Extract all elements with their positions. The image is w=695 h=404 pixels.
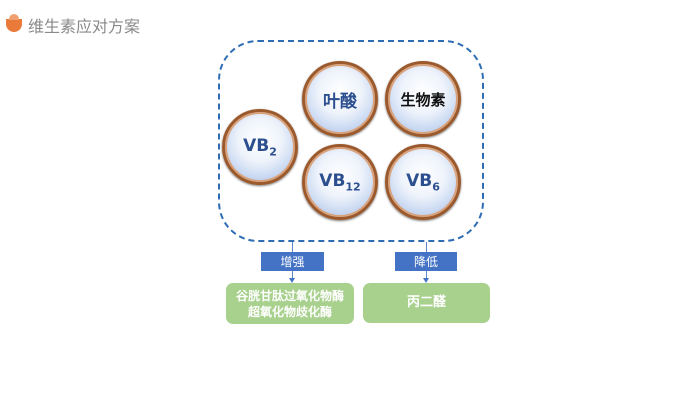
nutrient-biotin: 生物素: [385, 61, 461, 137]
nutrient-label: VB2: [243, 135, 277, 159]
result-text: 谷胱甘肽过氧化物酶: [235, 288, 344, 303]
nutrient-vb6: VB6: [385, 144, 461, 220]
nutrient-label: 叶酸: [323, 91, 357, 112]
nutrient-group-box: [218, 40, 484, 242]
arrow-down-icon: [423, 278, 429, 283]
page-title: 维生素应对方案: [28, 17, 141, 36]
page-header: 维生素应对方案: [6, 13, 140, 37]
increase-result-box: 谷胱甘肽过氧化物酶 超氧化物歧化酶: [226, 283, 354, 324]
nutrient-vb2: VB2: [222, 109, 298, 185]
decrease-tag: 降低: [395, 252, 457, 271]
nutrient-label: VB6: [406, 170, 440, 194]
decrease-result-box: 丙二醛: [363, 283, 490, 323]
nutrient-folic-acid: 叶酸: [302, 61, 378, 137]
result-text: 丙二醛: [406, 295, 446, 310]
result-text: 超氧化物歧化酶: [247, 304, 332, 319]
nutrient-vb12: VB12: [302, 144, 378, 220]
logo-icon: [6, 13, 22, 32]
nutrient-label: 生物素: [400, 90, 446, 109]
arrow-down-icon: [289, 278, 295, 283]
increase-tag: 增强: [261, 252, 324, 271]
nutrient-label: VB12: [319, 170, 361, 194]
